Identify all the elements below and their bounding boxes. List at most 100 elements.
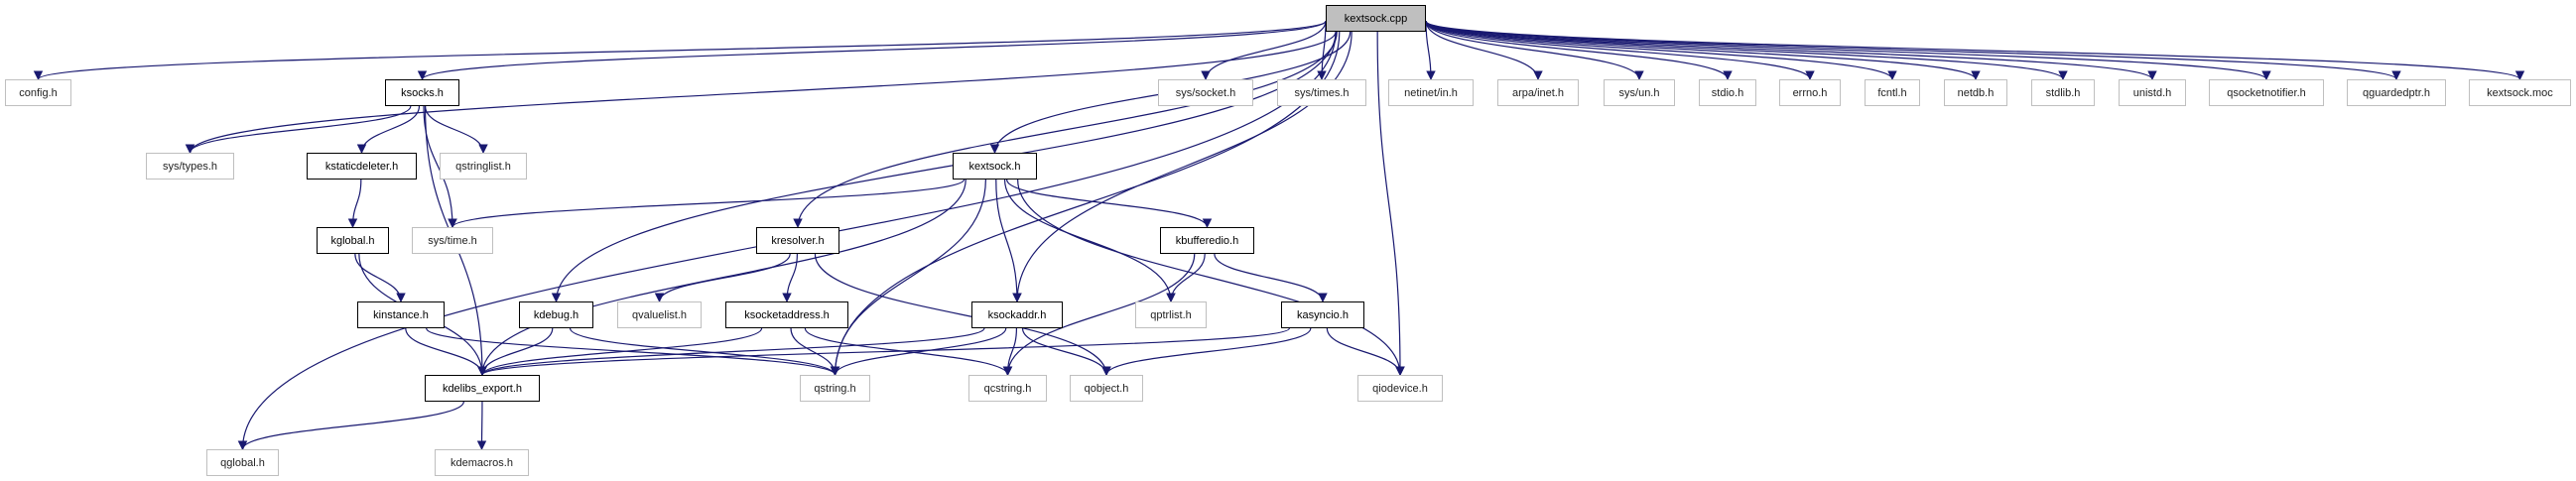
edge-kextsock_cpp-to-unistd_h xyxy=(1425,20,2157,80)
node-qvaluelist-h: qvaluelist.h xyxy=(617,301,702,328)
edge-ksocks_h-to-qstringlist_h xyxy=(424,105,488,154)
node-label: config.h xyxy=(19,86,58,99)
node-label: qstring.h xyxy=(814,382,856,395)
node-kextsock-cpp[interactable]: kextsock.cpp xyxy=(1326,5,1426,32)
edge-kextsock_cpp-to-errno_h xyxy=(1425,20,1815,80)
node-label: kglobal.h xyxy=(330,234,375,247)
node-qsocketnotifier-h: qsocketnotifier.h xyxy=(2209,79,2324,106)
edge-ksocks_h-to-sys_time_h xyxy=(423,105,457,228)
node-qglobal-h: qglobal.h xyxy=(206,449,279,476)
node-errno-h: errno.h xyxy=(1779,79,1841,106)
node-label: kasyncio.h xyxy=(1297,308,1349,321)
node-kbufferedio-h[interactable]: kbufferedio.h xyxy=(1160,227,1254,254)
edge-kdelibs_export_h-to-qglobal_h xyxy=(237,401,464,450)
edge-kextsock_cpp-to-sys_types_h xyxy=(185,31,1337,154)
edge-kextsock_h-to-kbufferedio_h xyxy=(1006,179,1213,228)
node-unistd-h: unistd.h xyxy=(2119,79,2186,106)
node-label: kdelibs_export.h xyxy=(442,382,523,395)
node-label: kdebug.h xyxy=(533,308,580,321)
edge-kextsock_h-to-sys_time_h xyxy=(448,179,966,228)
edge-kinstance_h-to-qstring_h xyxy=(426,327,840,376)
node-sys-un-h: sys/un.h xyxy=(1604,79,1675,106)
node-kasyncio-h[interactable]: kasyncio.h xyxy=(1281,301,1364,328)
node-kdebug-h[interactable]: kdebug.h xyxy=(519,301,593,328)
edge-kextsock_cpp-to-qguardedptr_h xyxy=(1425,20,2401,80)
edge-kdebug_h-to-qstring_h xyxy=(569,327,840,376)
edge-kextsock_cpp-to-ksocks_h xyxy=(417,20,1327,80)
node-kdelibs-export-h[interactable]: kdelibs_export.h xyxy=(425,375,540,402)
edge-kresolver_h-to-qobject_h xyxy=(814,253,1111,376)
edge-kextsock_cpp-to-stdlib_h xyxy=(1425,20,2068,80)
node-label: fcntl.h xyxy=(1877,86,1907,99)
edge-kextsock_h-to-ksockaddr_h xyxy=(995,179,1022,302)
node-kextsock-h[interactable]: kextsock.h xyxy=(953,153,1037,180)
edge-kextsock_cpp-to-stdio_h xyxy=(1425,21,1733,80)
edge-kbufferedio_h-to-qcstring_h xyxy=(1002,253,1196,376)
edge-kbufferedio_h-to-qptrlist_h xyxy=(1166,253,1206,302)
node-label: qptrlist.h xyxy=(1150,308,1192,321)
node-label: netinet/in.h xyxy=(1404,86,1458,99)
edge-kextsock_h-to-kdelibs_export_h xyxy=(477,179,966,376)
node-label: sys/un.h xyxy=(1618,86,1660,99)
node-ksocks-h[interactable]: ksocks.h xyxy=(385,79,459,106)
node-label: sys/types.h xyxy=(162,160,218,173)
edge-kextsock_h-to-qptrlist_h xyxy=(1003,179,1176,302)
node-label: stdio.h xyxy=(1711,86,1744,99)
edge-ksocks_h-to-sys_types_h xyxy=(185,105,412,154)
edge-kextsock_cpp-to-config_h xyxy=(34,20,1327,80)
edge-ksockaddr_h-to-kdelibs_export_h xyxy=(477,327,985,376)
edge-kextsock_cpp-to-kextsock_moc xyxy=(1425,20,2524,80)
edge-ksocketaddress_h-to-qcstring_h xyxy=(804,327,1013,376)
node-kinstance-h[interactable]: kinstance.h xyxy=(357,301,445,328)
edge-ksockaddr_h-to-qobject_h xyxy=(1021,327,1111,376)
node-qcstring-h: qcstring.h xyxy=(968,375,1047,402)
edge-kextsock_cpp-to-kresolver_h xyxy=(793,31,1338,228)
edge-kextsock_cpp-to-fcntl_h xyxy=(1425,20,1897,80)
node-label: arpa/inet.h xyxy=(1512,86,1564,99)
edge-kresolver_h-to-ksocketaddress_h xyxy=(782,253,798,302)
edge-kstaticdeleter_h-to-kglobal_h xyxy=(347,179,362,228)
node-label: stdlib.h xyxy=(2045,86,2081,99)
edge-kbufferedio_h-to-kasyncio_h xyxy=(1214,253,1328,302)
node-netdb-h: netdb.h xyxy=(1944,79,2007,106)
node-label: kinstance.h xyxy=(373,308,429,321)
node-kresolver-h[interactable]: kresolver.h xyxy=(756,227,839,254)
node-label: errno.h xyxy=(1792,86,1828,99)
edge-kextsock_cpp-to-netdb_h xyxy=(1425,20,1981,80)
node-label: netdb.h xyxy=(1957,86,1995,99)
node-label: ksocketaddress.h xyxy=(744,308,830,321)
node-fcntl-h: fcntl.h xyxy=(1865,79,1920,106)
node-ksocketaddress-h[interactable]: ksocketaddress.h xyxy=(725,301,848,328)
edge-ksockaddr_h-to-qstring_h xyxy=(830,327,1007,376)
node-stdlib-h: stdlib.h xyxy=(2031,79,2095,106)
node-label: qsocketnotifier.h xyxy=(2227,86,2306,99)
node-kdemacros-h: kdemacros.h xyxy=(435,449,529,476)
node-label: kstaticdeleter.h xyxy=(324,160,399,173)
node-sys-types-h: sys/types.h xyxy=(146,153,234,180)
edge-kextsock_h-to-qiodevice_h xyxy=(1017,179,1405,376)
edge-kasyncio_h-to-qobject_h xyxy=(1101,327,1312,376)
node-label: kextsock.cpp xyxy=(1344,12,1408,25)
node-arpa-inet-h: arpa/inet.h xyxy=(1497,79,1579,106)
node-sys-time-h: sys/time.h xyxy=(412,227,493,254)
node-kglobal-h[interactable]: kglobal.h xyxy=(317,227,389,254)
node-config-h: config.h xyxy=(5,79,71,106)
edge-kextsock_cpp-to-qiodevice_h xyxy=(1376,31,1405,376)
node-qstringlist-h: qstringlist.h xyxy=(440,153,527,180)
node-qptrlist-h: qptrlist.h xyxy=(1135,301,1207,328)
node-label: ksockaddr.h xyxy=(987,308,1047,321)
node-ksockaddr-h[interactable]: ksockaddr.h xyxy=(971,301,1063,328)
edge-kasyncio_h-to-qiodevice_h xyxy=(1326,327,1405,376)
node-label: qstringlist.h xyxy=(455,160,511,173)
node-label: kdemacros.h xyxy=(451,456,513,469)
node-label: qvaluelist.h xyxy=(631,308,688,321)
node-label: sys/socket.h xyxy=(1175,86,1236,99)
node-label: qglobal.h xyxy=(220,456,265,469)
edge-kinstance_h-to-kdelibs_export_h xyxy=(405,327,487,376)
edge-kextsock_cpp-to-qsocketnotifier_h xyxy=(1425,20,2271,80)
node-kstaticdeleter-h[interactable]: kstaticdeleter.h xyxy=(307,153,417,180)
node-label: ksocks.h xyxy=(401,86,444,99)
node-qguardedptr-h: qguardedptr.h xyxy=(2347,79,2446,106)
node-label: kextsock.h xyxy=(968,160,1021,173)
